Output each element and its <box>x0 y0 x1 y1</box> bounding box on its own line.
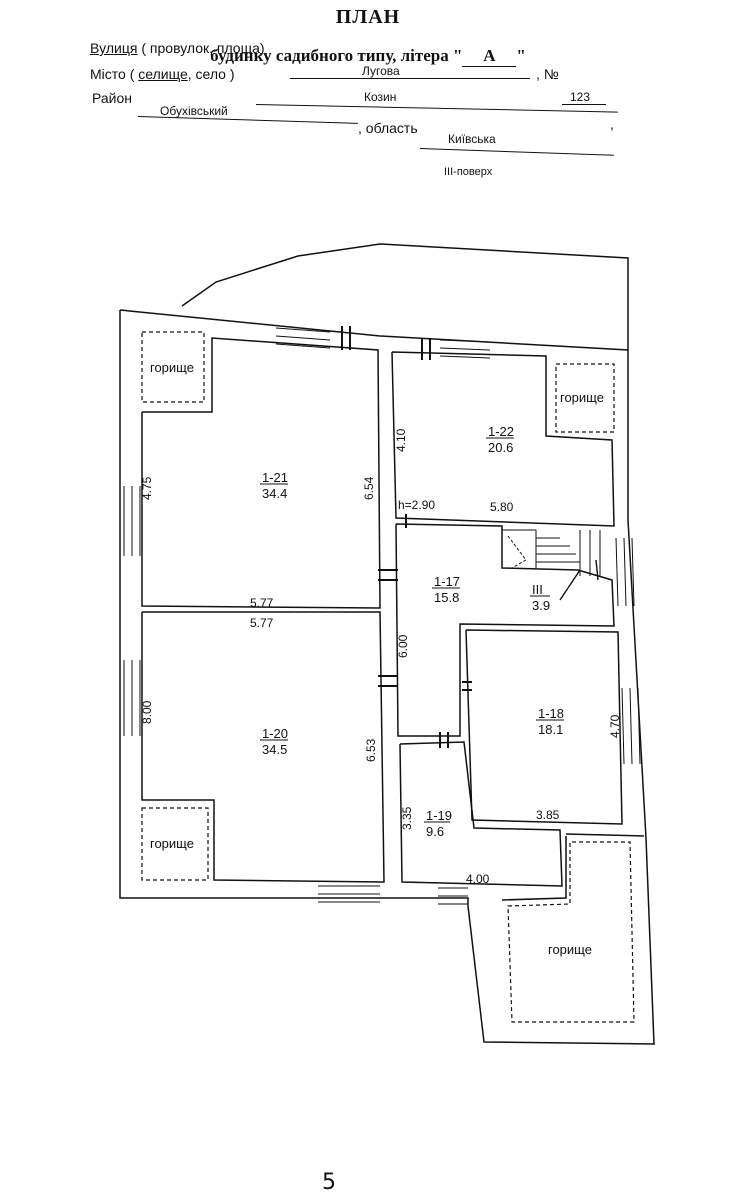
attic-label-4: горище <box>548 942 592 957</box>
attic-dashed-3 <box>141 807 209 881</box>
room-outline-1-18 <box>465 629 623 825</box>
room-id-1-18: 1-18 <box>538 706 565 721</box>
room-outline-1-19 <box>399 741 563 887</box>
region-label: , область <box>358 120 418 136</box>
number-underline <box>562 104 606 105</box>
attic-dashed-1 <box>141 331 205 403</box>
dim-5-77-b: 5.77 <box>250 616 274 630</box>
window-right-upper <box>615 537 635 607</box>
room-outline-1-22 <box>391 351 615 527</box>
dim-6-54: 6.54 <box>362 476 376 500</box>
attic-label-3: горище <box>150 836 194 851</box>
roof-outline <box>181 243 629 350</box>
city-label-post: , село ) <box>187 66 235 82</box>
room-outline-1-20 <box>141 611 385 883</box>
staircase <box>502 529 601 601</box>
floor-label: ІІІ-поверх <box>444 166 493 178</box>
room-area-1-18: 18.1 <box>538 722 564 737</box>
room-area-1-17: 15.8 <box>434 590 460 605</box>
plan-subtitle: будинку садибного типу, літера "А" <box>0 46 736 67</box>
room-id-1-22: 1-22 <box>488 424 515 439</box>
dim-height: h=2.90 <box>398 498 436 512</box>
city-label: Місто ( селище, село ) <box>90 66 235 82</box>
window-top-left <box>275 327 331 349</box>
attic-label-1: горище <box>150 360 194 375</box>
city-label-pre: Місто ( <box>90 66 139 82</box>
subtitle-text: будинку садибного типу, літера " <box>210 46 463 65</box>
room-id-1-17: 1-17 <box>434 574 461 589</box>
room-area-1-22: 20.6 <box>488 440 514 455</box>
dim-6-53: 6.53 <box>364 738 378 762</box>
attic-dashed-4 <box>507 841 635 1023</box>
street-value: Лугова <box>362 64 400 78</box>
litera-value: А <box>462 46 517 67</box>
dim-5-77-a: 5.77 <box>250 596 274 610</box>
window-left-upper <box>123 486 141 556</box>
subtitle-quote: " <box>516 46 526 65</box>
number-label: , № <box>536 66 559 82</box>
room-id-stair: ІІІ <box>532 582 543 597</box>
attic-wall <box>501 836 567 901</box>
street-rest: ( провулок, площа) <box>137 40 265 56</box>
attic-dashed-2 <box>555 363 615 433</box>
room-id-1-20: 1-20 <box>262 726 289 741</box>
city-comma: , <box>610 116 614 132</box>
dim-5-80: 5.80 <box>490 500 514 514</box>
dim-4-10: 4.10 <box>394 428 408 452</box>
window-right-lower <box>621 687 641 765</box>
number-value: 123 <box>570 90 591 104</box>
window-bottom <box>318 885 380 903</box>
room-area-1-21: 34.4 <box>262 486 288 501</box>
attic-label-2: горище <box>560 390 604 405</box>
street-label: Вулиця ( провулок, площа) <box>90 40 265 56</box>
window-left-lower <box>123 660 141 736</box>
room-area-1-20: 34.5 <box>262 742 288 757</box>
room-area-1-19: 9.6 <box>426 824 445 839</box>
dim-8-00: 8.00 <box>140 700 154 724</box>
plan-title: ПЛАН <box>335 6 401 28</box>
dim-4-00: 4.00 <box>466 872 490 886</box>
dim-3-35: 3.35 <box>400 806 414 830</box>
dim-4-70: 4.70 <box>608 714 622 738</box>
city-word: селище <box>138 66 188 82</box>
outer-wall <box>119 309 655 1045</box>
street-word: Вулиця <box>90 40 138 56</box>
district-label: Район <box>92 90 132 106</box>
attic-divider <box>565 833 645 837</box>
dim-4-75: 4.75 <box>140 476 154 500</box>
region-value: Київська <box>448 132 496 146</box>
room-area-stair: 3.9 <box>532 598 551 613</box>
window-bottom-right <box>438 887 468 905</box>
page-number: 5 <box>322 1170 336 1195</box>
room-outline-1-17 <box>395 523 615 737</box>
district-value: Обухівський <box>160 104 228 118</box>
dim-6-00: 6.00 <box>396 634 410 658</box>
street-underline <box>290 78 530 79</box>
city-value: Козин <box>364 90 397 104</box>
room-id-1-21: 1-21 <box>262 470 289 485</box>
dim-3-85: 3.85 <box>536 808 560 822</box>
room-outline-1-21 <box>141 337 381 609</box>
window-top-right <box>439 339 491 359</box>
room-id-1-19: 1-19 <box>426 808 453 823</box>
